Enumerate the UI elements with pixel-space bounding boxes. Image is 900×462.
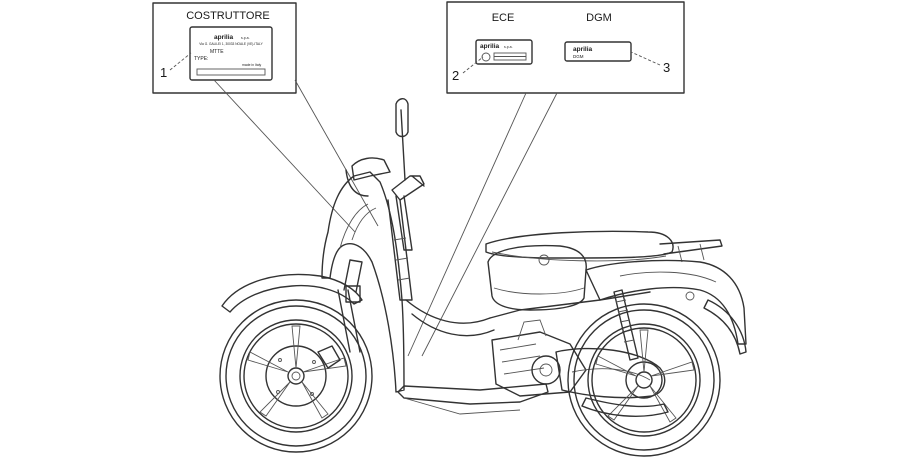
- ece-plate-suffix: s.p.a.: [504, 45, 513, 49]
- front-wheel: [219, 299, 373, 453]
- callout-3: 3: [663, 60, 670, 75]
- callout-1: 1: [160, 65, 167, 80]
- homologation-panel: ECE DGM aprilia s.p.a. aprilia DGM 2 3: [446, 1, 685, 94]
- plate-brand-suffix: s.p.a.: [241, 36, 250, 40]
- plate-type: TYPE:: [194, 56, 208, 62]
- ece-plate-brand: aprilia: [480, 43, 500, 50]
- callout-2: 2: [452, 68, 459, 83]
- plate-made-in: made in Italy: [242, 63, 262, 67]
- ece-plate: aprilia s.p.a.: [475, 39, 533, 65]
- dgm-title: DGM: [586, 12, 612, 24]
- ece-title: ECE: [492, 12, 515, 24]
- dgm-plate-line2: DGM: [573, 54, 584, 59]
- dgm-plate-brand: aprilia: [573, 46, 593, 53]
- plate-address: Via G. GALILEI 1, 30033 NOALE (VE)-ITALY: [199, 42, 263, 46]
- leader-lines: [213, 79, 558, 357]
- ece-mark-circle: [481, 52, 491, 62]
- plate-brand: aprilia: [214, 34, 234, 41]
- manufacturer-panel: COSTRUTTORE aprilia s.p.a. Via G. GALILE…: [152, 2, 297, 94]
- manufacturer-title: COSTRUTTORE: [186, 10, 270, 22]
- scooter-drawing: [219, 98, 747, 457]
- manufacturer-plate: aprilia s.p.a. Via G. GALILEI 1, 30033 N…: [189, 26, 273, 81]
- plate-mtte: MTTE: [210, 49, 224, 55]
- rear-wheel: [567, 303, 721, 457]
- dgm-plate: aprilia DGM: [564, 41, 632, 62]
